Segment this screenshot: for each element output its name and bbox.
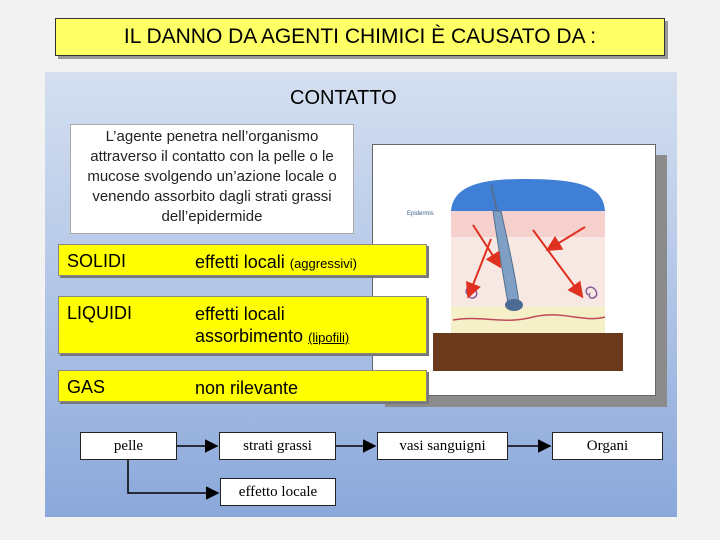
state-effect: effetti locali (aggressivi): [195, 251, 357, 275]
blood-vessel: [452, 314, 606, 321]
slide-title: IL DANNO DA AGENTI CHIMICI È CAUSATO DA …: [55, 18, 665, 56]
effect-main: effetti locali: [195, 252, 285, 272]
penetration-arrow: [465, 238, 492, 299]
effect-main: effetti locali: [195, 304, 285, 324]
description-box: L’agente penetra nell’organismo attraver…: [70, 124, 354, 234]
fat-layer: [451, 307, 605, 333]
state-name: LIQUIDI: [67, 303, 133, 323]
section-subtitle: CONTATTO: [290, 87, 397, 109]
state-effect: non rilevante: [195, 378, 299, 398]
effect-line2: assorbimento: [195, 326, 304, 346]
hair-bulb: [505, 299, 523, 311]
state-row-gas: GAS non rilevante: [58, 370, 427, 402]
flow-box-pelle: pelle: [80, 432, 177, 460]
hair-shaft: [490, 184, 498, 212]
flow-box-effetto-locale: effetto locale: [220, 478, 336, 506]
skin-cross-section-illustration: Epidermis: [407, 179, 623, 371]
flow-box-strati-grassi: strati grassi: [219, 432, 336, 460]
flow-arrow-local: [127, 460, 220, 500]
penetration-arrow: [472, 224, 502, 269]
penetration-arrow: [532, 229, 584, 299]
skin-surface: [451, 179, 605, 211]
effect-note: (lipofili): [308, 330, 350, 345]
effect-note: (aggressivi): [289, 256, 357, 271]
epidermis-layer: [451, 211, 605, 237]
state-name: GAS: [67, 377, 106, 397]
state-row-solidi: SOLIDI effetti locali (aggressivi): [58, 244, 427, 276]
flow-box-vasi-sanguigni: vasi sanguigni: [377, 432, 508, 460]
epidermis-label: Epidermis: [407, 211, 434, 217]
penetration-arrow: [545, 226, 586, 252]
state-name: SOLIDI: [67, 251, 127, 271]
muscle-layer: [433, 333, 623, 371]
sweat-gland-right: [585, 286, 598, 299]
flow-box-organi: Organi: [552, 432, 663, 460]
